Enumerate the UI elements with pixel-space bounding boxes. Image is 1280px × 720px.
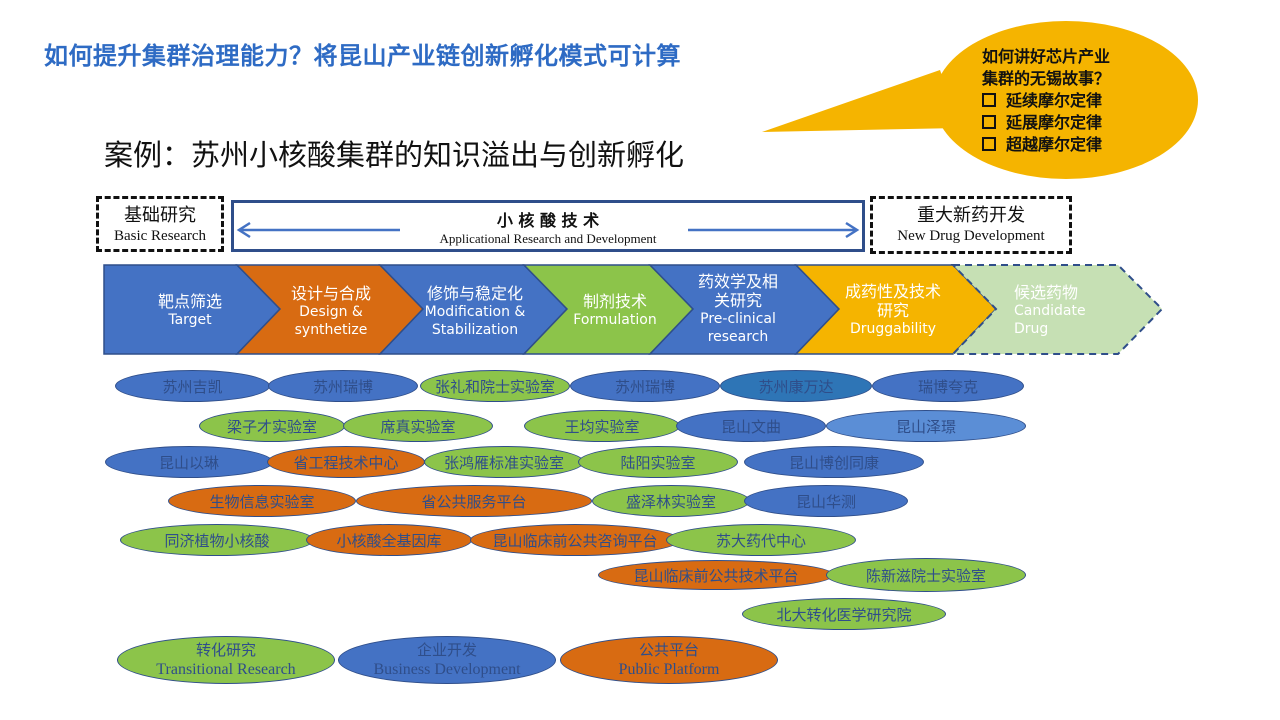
- stage-candidate-shape: [950, 264, 1164, 355]
- node-provincial-engineering-center: 省工程技术中心: [267, 446, 425, 478]
- node-liang-zicai-lab: 梁子才实验室: [199, 410, 345, 442]
- node-kunshan-yilin: 昆山以琳: [105, 446, 273, 478]
- node-suda-pharmacokinetics: 苏大药代中心: [666, 524, 856, 556]
- bubble-line-1: 如何讲好芯片产业: [982, 47, 1111, 66]
- node-lu-yang-lab: 陆阳实验室: [578, 446, 738, 478]
- node-ruibo-kuake: 瑞博夸克: [872, 370, 1024, 402]
- bubble-item-2: 延展摩尔定律: [982, 112, 1110, 134]
- double-arrow-icon: [236, 221, 860, 239]
- node-zhang-hongyan-lab: 张鸿雁标准实验室: [424, 446, 584, 478]
- node-suzhou-ruibo-2: 苏州瑞博: [570, 370, 720, 402]
- node-provincial-public-platform: 省公共服务平台: [356, 485, 592, 517]
- checkbox-icon: [982, 93, 996, 107]
- node-chen-xinzi-lab: 陈新滋院士实验室: [826, 558, 1026, 592]
- node-bioinformatics-lab: 生物信息实验室: [168, 485, 356, 517]
- node-zhang-lihe-lab: 张礼和院士实验室: [420, 370, 570, 402]
- node-kunshan-wenqu: 昆山文曲: [676, 410, 826, 442]
- node-suzhou-jikai: 苏州吉凯: [115, 370, 270, 402]
- node-pku-translational-medicine: 北大转化医学研究院: [742, 598, 946, 630]
- node-sheng-zelin-lab: 盛泽林实验室: [592, 485, 750, 517]
- bubble-line-2: 集群的无锡故事？: [982, 69, 1111, 88]
- case-subtitle: 案例：苏州小核酸集群的知识溢出与创新孵化: [104, 138, 685, 172]
- bubble-item-1: 延续摩尔定律: [982, 90, 1110, 112]
- node-kunshan-preclinical-consulting: 昆山临床前公共咨询平台: [470, 524, 680, 556]
- node-kunshan-bochuang-tongkang: 昆山博创同康: [744, 446, 924, 478]
- bubble-text: 如何讲好芯片产业 集群的无锡故事？ 延续摩尔定律 延展摩尔定律 超越摩尔定律: [982, 46, 1110, 156]
- phase-basic-research: 基础研究 Basic Research: [96, 196, 224, 252]
- phase-new-drug-development: 重大新药开发 New Drug Development: [870, 196, 1072, 254]
- node-xi-zhen-lab: 席真实验室: [343, 410, 493, 442]
- phase-applied-research: 小 核 酸 技 术 Applicational Research and Dev…: [231, 200, 865, 252]
- node-wang-jun-lab: 王均实验室: [524, 410, 680, 442]
- checkbox-icon: [982, 115, 996, 129]
- page-title: 如何提升集群治理能力？将昆山产业链创新孵化模式可计算: [44, 42, 681, 70]
- node-tongji-plant-sirna: 同济植物小核酸: [120, 524, 314, 556]
- node-kunshan-huace: 昆山华测: [744, 485, 908, 517]
- node-sirna-genome-library: 小核酸全基因库: [306, 524, 472, 556]
- node-suzhou-kangwanda: 苏州康万达: [720, 370, 872, 402]
- node-kunshan-preclinical-technology: 昆山临床前公共技术平台: [598, 560, 834, 590]
- node-suzhou-ruibo: 苏州瑞博: [268, 370, 418, 402]
- bubble-item-3: 超越摩尔定律: [982, 134, 1110, 156]
- node-kunshan-zejing: 昆山泽璟: [826, 410, 1026, 442]
- checkbox-icon: [982, 137, 996, 151]
